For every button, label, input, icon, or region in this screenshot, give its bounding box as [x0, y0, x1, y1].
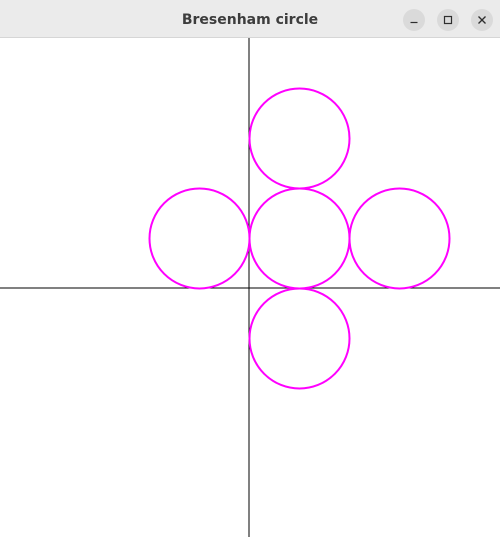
circle-5	[248, 287, 351, 390]
drawing-canvas	[0, 38, 500, 537]
close-button[interactable]	[471, 9, 493, 31]
maximize-icon	[443, 15, 453, 25]
window-title: Bresenham circle	[181, 12, 319, 28]
close-icon	[478, 16, 486, 24]
circle-2	[148, 187, 251, 290]
circle-3	[248, 187, 351, 290]
title-bar[interactable]: Bresenham circle	[0, 0, 500, 38]
minimize-icon	[410, 21, 418, 24]
maximize-button[interactable]	[437, 9, 459, 31]
minimize-button[interactable]	[403, 9, 425, 31]
circle-4	[348, 187, 451, 290]
circle-layer	[148, 87, 451, 390]
circle-1	[248, 87, 351, 190]
